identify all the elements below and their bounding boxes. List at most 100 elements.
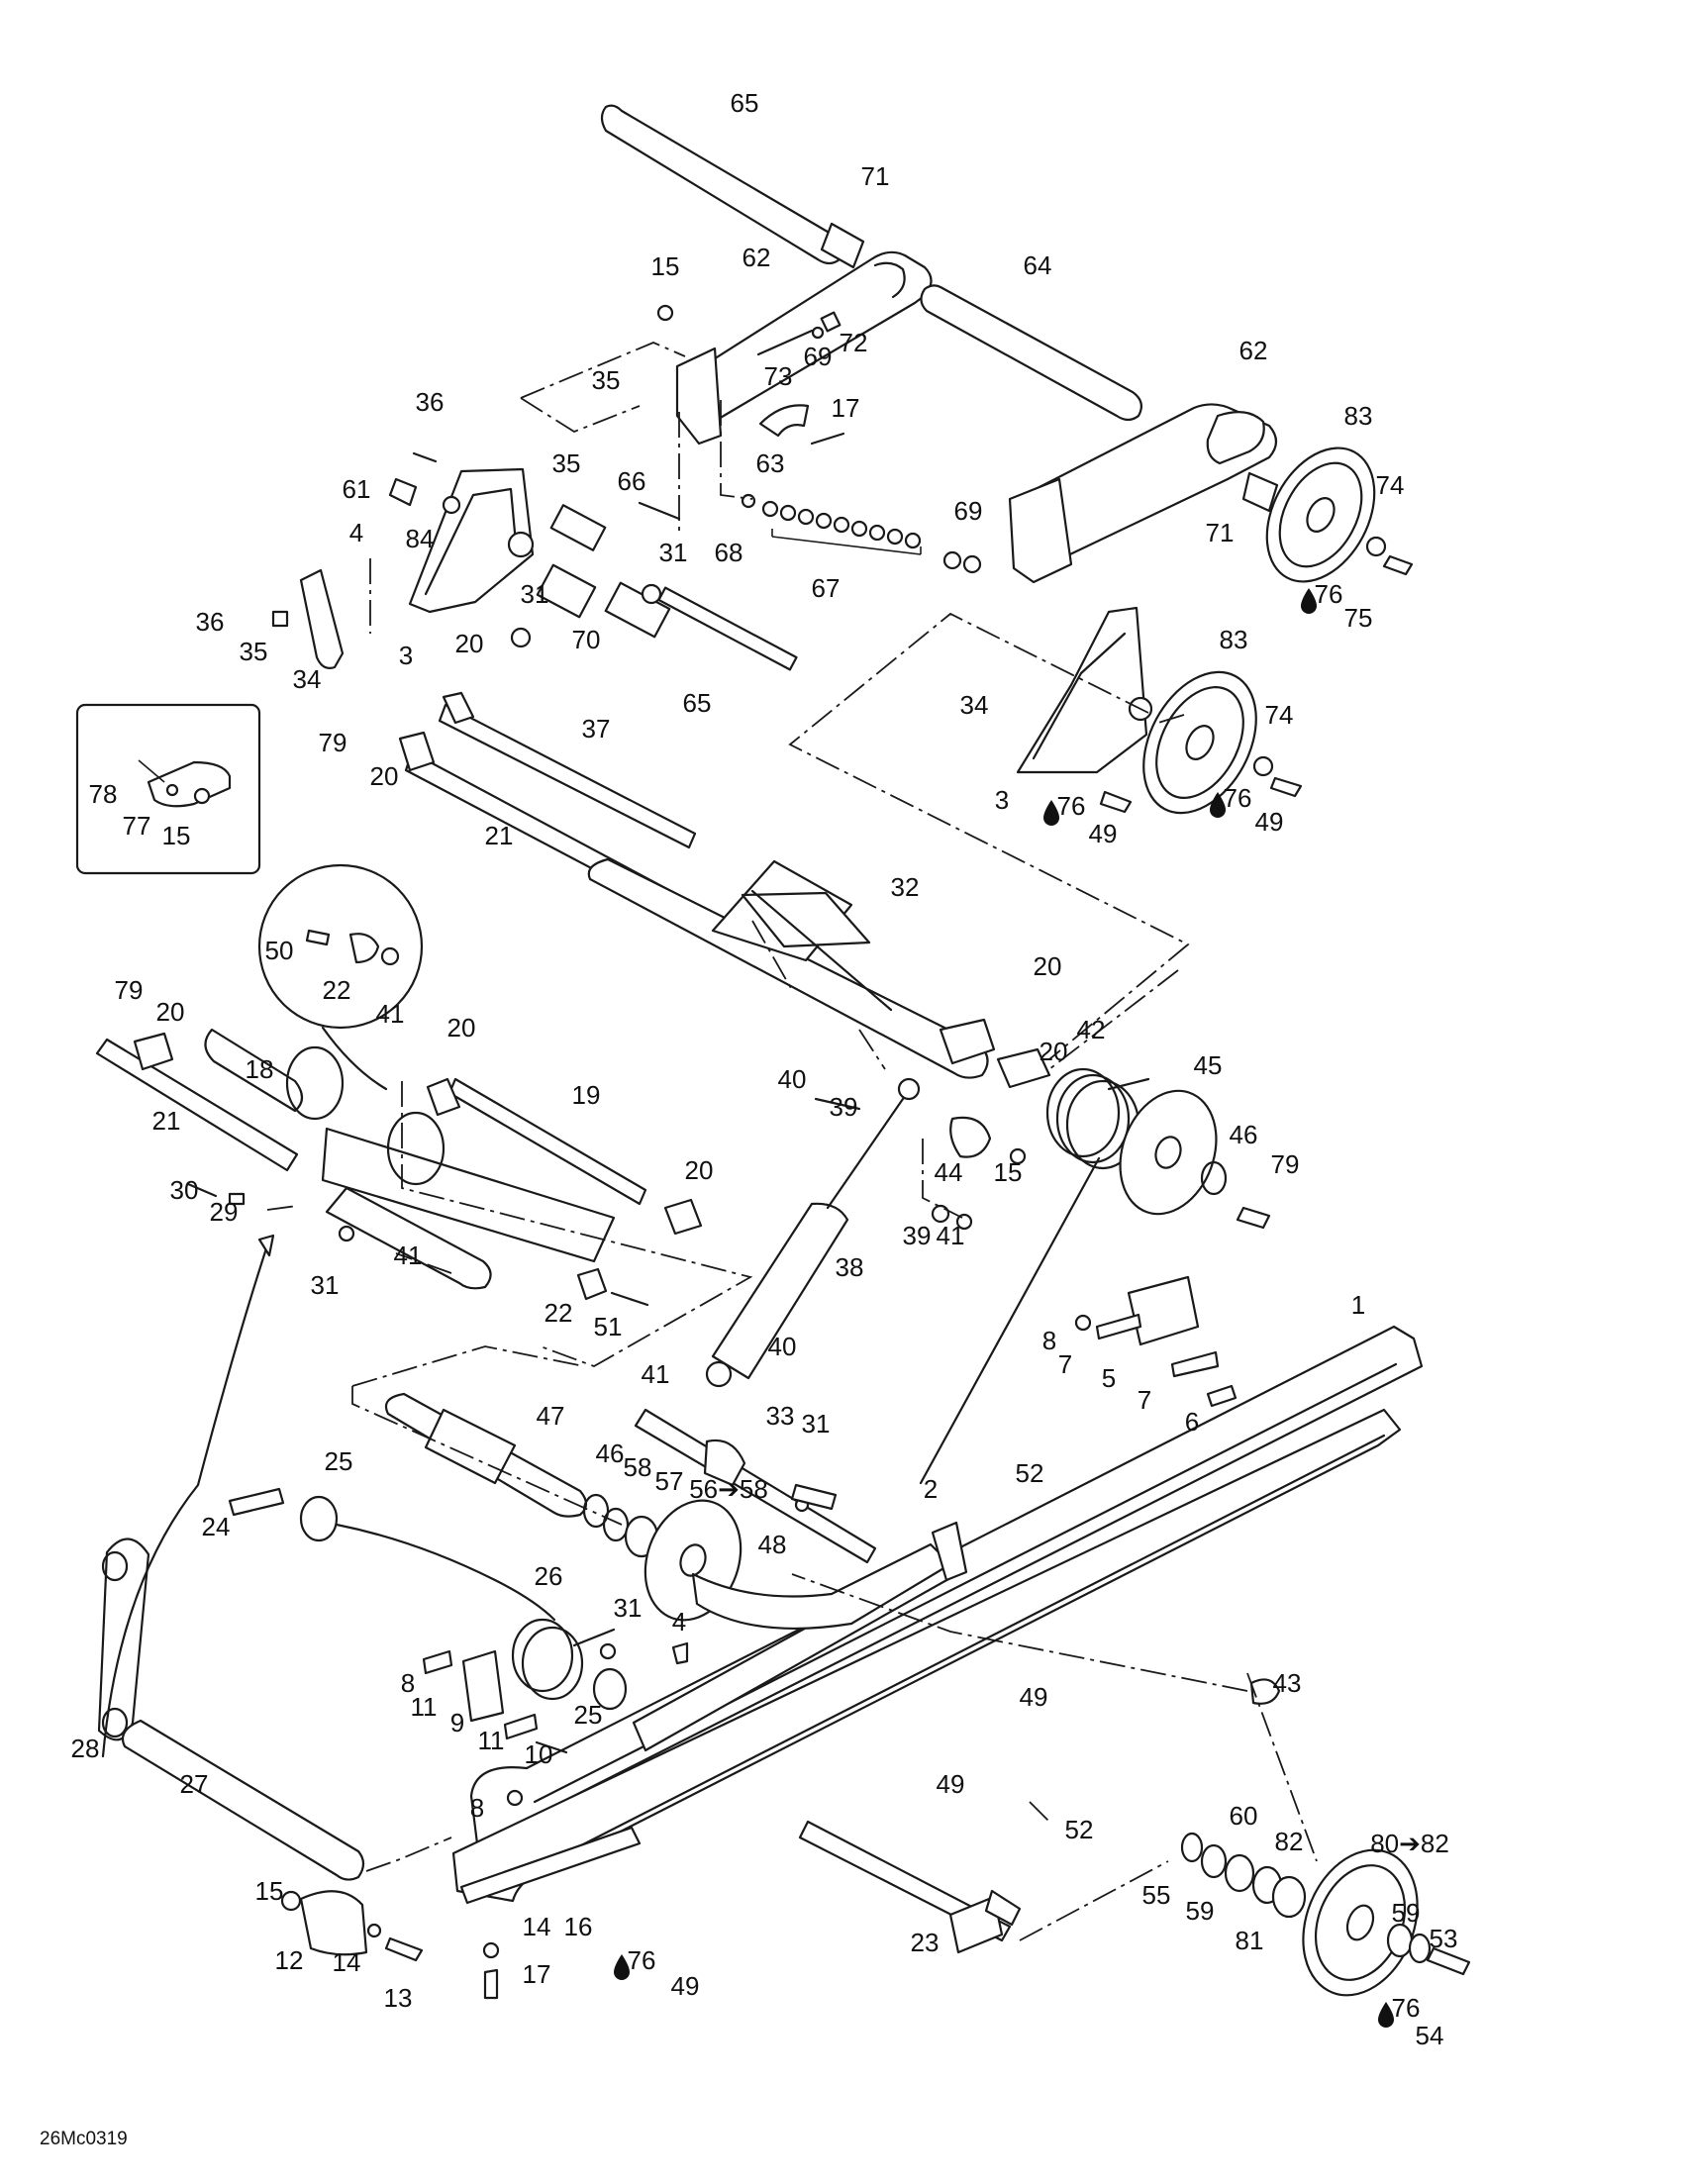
callout-p31d: 31 [802, 1409, 831, 1439]
callout-p41d: 41 [642, 1359, 670, 1389]
callout-p38: 38 [836, 1252, 864, 1282]
shim-washer-row [741, 493, 982, 574]
callout-p35b: 35 [552, 448, 581, 478]
callout-p20b: 20 [370, 761, 399, 791]
callout-p4b: 4 [672, 1607, 686, 1637]
callout-p79a: 79 [319, 728, 347, 757]
rear-shock-absorber [705, 1077, 1027, 1388]
inset-detail-box [75, 703, 261, 875]
callout-p3a: 3 [399, 641, 413, 670]
drop-icon [1301, 588, 1317, 614]
callout-p2: 2 [924, 1474, 938, 1504]
callout-p70: 70 [572, 625, 601, 654]
callout-p29: 29 [210, 1197, 239, 1227]
callout-p76b: 76 [1057, 791, 1086, 821]
callout-p27: 27 [180, 1769, 209, 1799]
callout-p78: 78 [89, 779, 118, 809]
callout-p10: 10 [525, 1739, 553, 1769]
drop-icon [1210, 792, 1226, 818]
callout-p52a: 52 [1016, 1458, 1044, 1488]
callout-p11b: 11 [478, 1726, 505, 1755]
callout-p54: 54 [1416, 2021, 1444, 2050]
callout-p61: 61 [343, 474, 371, 504]
callout-p49a: 49 [1089, 819, 1118, 848]
callout-p31a: 31 [659, 538, 688, 567]
callout-p51: 51 [594, 1312, 623, 1341]
callout-p24: 24 [202, 1512, 231, 1541]
callout-p66: 66 [618, 466, 646, 496]
callout-p59b: 59 [1392, 1898, 1421, 1928]
callout-p44: 44 [935, 1157, 963, 1187]
callout-p31b: 31 [521, 579, 549, 609]
callout-p47: 47 [537, 1401, 565, 1431]
callout-p22b: 22 [544, 1298, 573, 1328]
left-rear-mount-bracket [271, 451, 798, 671]
callout-p28: 28 [71, 1734, 100, 1763]
callout-p41b: 41 [937, 1221, 965, 1250]
callout-p68: 68 [715, 538, 743, 567]
callout-p15d: 15 [255, 1876, 284, 1906]
callout-p73: 73 [764, 361, 793, 391]
callout-p20e: 20 [447, 1013, 476, 1042]
fastener-detail-circle [257, 863, 424, 1091]
callout-p55: 55 [1142, 1880, 1171, 1910]
callout-p37: 37 [582, 714, 611, 744]
callout-p31e: 31 [614, 1593, 643, 1623]
callout-p17a: 17 [832, 393, 860, 423]
callout-p34b: 34 [960, 690, 989, 720]
callout-p56: 56➔58 [689, 1474, 768, 1504]
callout-p76a: 76 [1315, 579, 1343, 609]
callout-p75: 75 [1344, 603, 1373, 633]
callout-p5: 5 [1102, 1363, 1116, 1393]
callout-p13: 13 [384, 1983, 413, 2013]
callout-p9: 9 [450, 1708, 464, 1737]
callout-p48: 48 [758, 1530, 787, 1559]
callout-p40a: 40 [778, 1064, 807, 1094]
stopper-bracket [1074, 1275, 1238, 1408]
callout-p17b: 17 [523, 1959, 551, 1989]
callout-p64: 64 [1024, 250, 1052, 280]
front-arm-cross-shafts [398, 691, 1051, 1089]
callout-p15b: 15 [162, 821, 191, 850]
callout-p36a: 36 [416, 387, 445, 417]
callout-p7b: 7 [1138, 1385, 1151, 1415]
callout-p69a: 69 [804, 342, 833, 371]
callout-p62b: 62 [1239, 336, 1268, 365]
callout-p72: 72 [840, 328, 868, 357]
callout-p76c: 76 [1224, 783, 1252, 813]
callout-p76e: 76 [1392, 1993, 1421, 2023]
callout-p58a: 58 [624, 1452, 652, 1482]
callout-p25a: 25 [325, 1446, 353, 1476]
callout-p50: 50 [265, 936, 294, 965]
callout-p79b: 79 [115, 975, 144, 1005]
callout-p74b: 74 [1265, 700, 1294, 730]
rear-upper-arm-assembly [600, 104, 1414, 584]
front-arm-lower-parts [97, 1234, 689, 2000]
callout-p35a: 35 [592, 365, 621, 395]
callout-p12: 12 [275, 1945, 304, 1975]
callout-p60: 60 [1230, 1801, 1258, 1831]
callout-p71b: 71 [1206, 518, 1235, 547]
callout-p21a: 21 [485, 821, 514, 850]
callout-p36b: 36 [196, 607, 225, 637]
callout-p40b: 40 [768, 1332, 797, 1361]
callout-p53: 53 [1430, 1924, 1458, 1953]
callout-p79c: 79 [1271, 1149, 1300, 1179]
callout-p59a: 59 [1186, 1896, 1215, 1926]
callout-p30: 30 [170, 1175, 199, 1205]
callout-p67: 67 [812, 573, 841, 603]
drop-icon [1043, 800, 1059, 826]
callout-p11a: 11 [411, 1692, 438, 1722]
callout-p15c: 15 [994, 1157, 1023, 1187]
callout-p74a: 74 [1376, 470, 1405, 500]
callout-p31c: 31 [311, 1270, 340, 1300]
callout-p39a: 39 [830, 1092, 858, 1122]
callout-p41a: 41 [376, 999, 405, 1029]
callout-p19: 19 [572, 1080, 601, 1110]
callout-p76d: 76 [628, 1945, 656, 1975]
callout-p62a: 62 [742, 243, 771, 272]
callout-p1: 1 [1351, 1290, 1365, 1320]
drop-icon [614, 1954, 630, 1980]
callout-p49d: 49 [937, 1769, 965, 1799]
